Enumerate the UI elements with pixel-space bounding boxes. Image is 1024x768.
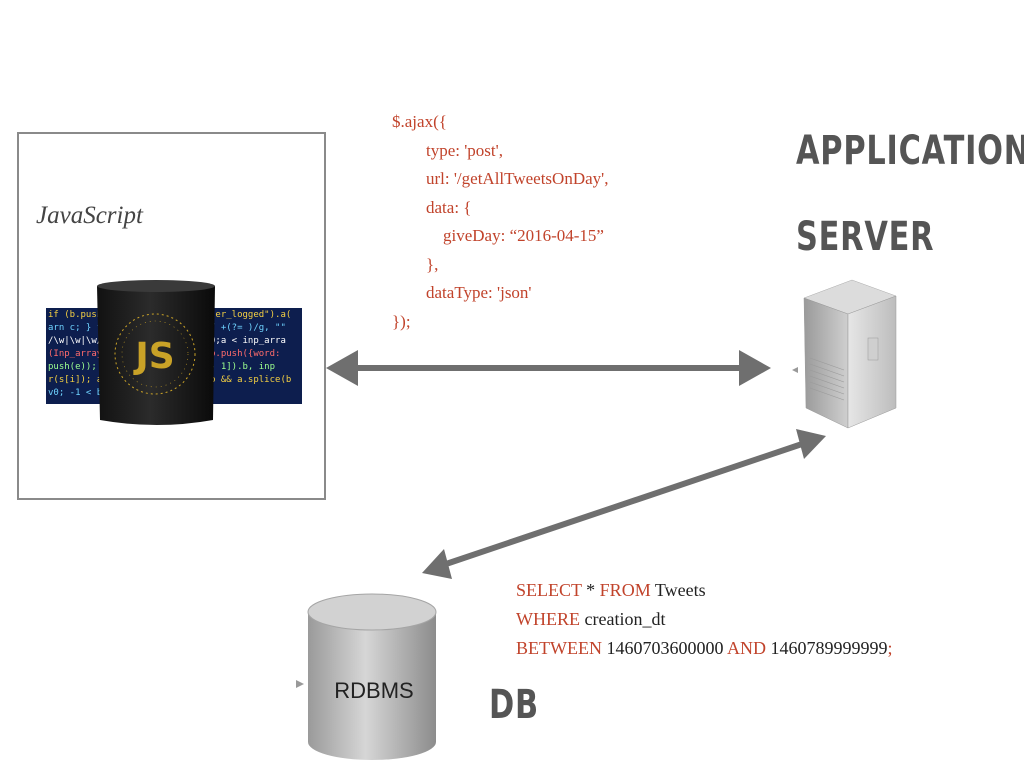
- ajax-code-line: giveDay: “2016-04-15”: [392, 226, 604, 245]
- code-snippet-line: ser_logged").a(: [210, 310, 292, 320]
- sql-code-line: WHERE creation_dt: [516, 605, 893, 634]
- sql-text: 1460703600000: [601, 638, 727, 658]
- sql-code-line: BETWEEN 1460703600000 AND 1460789999999;: [516, 634, 893, 663]
- ajax-code-line: },: [392, 254, 439, 274]
- code-snippet-line: b.push({word:: [210, 349, 281, 359]
- ajax-code-line: data: {: [392, 197, 472, 217]
- ajax-code-line: url: '/getAllTweetsOnDay',: [392, 169, 609, 188]
- ajax-code-block: $.ajax({ type: 'post', url: '/getAllTwee…: [392, 108, 608, 336]
- code-snippet-line: r(s[i]); a.revo: [48, 375, 130, 385]
- sql-code-line: SELECT * FROM Tweets: [516, 576, 893, 605]
- js-mug-image: JS: [97, 280, 215, 425]
- client-server-arrow: [326, 350, 771, 386]
- code-snippet-line: arn c; } function: [48, 323, 141, 333]
- sql-keyword: SELECT: [516, 580, 582, 600]
- ajax-code-line: type: 'post',: [392, 140, 503, 160]
- ajax-code-line: });: [392, 311, 411, 331]
- code-snippet-line: b && a.splice(b: [210, 375, 292, 385]
- app-server-title-line1: APPLICATION: [796, 128, 1024, 174]
- sql-text: *: [581, 580, 600, 600]
- sql-text: creation_dt: [579, 609, 666, 629]
- sql-keyword: AND: [727, 638, 766, 658]
- ajax-code-line: $.ajax({: [392, 112, 447, 131]
- server-icon: [792, 279, 897, 429]
- code-snippet-line: push(e)); b(b: [48, 362, 119, 372]
- client-label: JavaScript: [36, 202, 143, 229]
- code-snippet-line: /\w|\w|\w/g,: [48, 336, 114, 346]
- code-snippet-line: if (b.push(c[i,: [48, 310, 130, 320]
- code-snippet-line: v0; -1 < b && b.: [48, 388, 135, 398]
- db-title: DB: [489, 682, 539, 728]
- code-snippet-line: 0;a < inp_arra: [210, 336, 286, 346]
- sql-keyword: BETWEEN: [516, 638, 602, 658]
- code-snippet-line: - 1]).b, inp: [210, 362, 276, 372]
- mug-logo-text: JS: [132, 336, 174, 377]
- sql-keyword: WHERE: [516, 609, 580, 629]
- server-db-arrow: [422, 429, 826, 579]
- code-snippet-line: / +(?= )/g, "": [210, 323, 286, 333]
- sql-text: 1460789999999: [766, 638, 888, 658]
- ajax-code-line: dataType: 'json': [392, 283, 532, 302]
- rdbms-cylinder-icon: RDBMS: [296, 593, 437, 760]
- sql-keyword: FROM: [599, 580, 651, 600]
- sql-keyword: ;: [887, 638, 893, 658]
- sql-text: Tweets: [650, 580, 706, 600]
- app-server-title-line2: SERVER: [796, 214, 935, 260]
- code-snippet-line: (Inp_array[e], (: [48, 349, 135, 359]
- client-box: [17, 132, 326, 500]
- rdbms-label: RDBMS: [334, 678, 413, 703]
